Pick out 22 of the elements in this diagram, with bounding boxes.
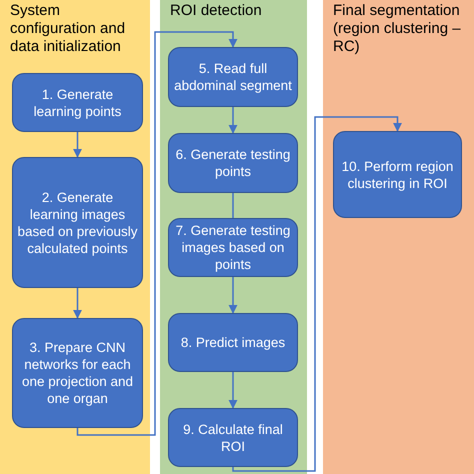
arrow bbox=[228, 107, 238, 134]
lane-heading: Final segmentation (region clustering – RC) bbox=[333, 2, 462, 56]
swimlane bbox=[0, 0, 150, 474]
process-box: 10. Perform region clustering in ROI bbox=[333, 131, 462, 218]
arrow bbox=[228, 372, 238, 409]
process-box: 2. Generate learning images based on previously calculated points bbox=[12, 157, 143, 288]
swimlane bbox=[160, 0, 307, 474]
arrow bbox=[232, 116, 402, 472]
process-box: 7. Generate testing images based on points bbox=[168, 218, 298, 277]
process-box: 5. Read full abdominal segment bbox=[168, 47, 298, 107]
arrow bbox=[228, 277, 238, 314]
process-box: 8. Predict images bbox=[168, 313, 298, 372]
arrow bbox=[73, 288, 82, 319]
lane-heading: System configuration and data initialization bbox=[10, 2, 126, 56]
process-box: 3. Prepare CNN networks for each one projection and one organ bbox=[12, 318, 143, 428]
arrow bbox=[76, 31, 238, 436]
arrow bbox=[73, 132, 82, 158]
swimlane bbox=[323, 0, 474, 474]
process-box: 9. Calculate final ROI bbox=[168, 408, 298, 467]
process-box: 6. Generate testing points bbox=[168, 133, 298, 193]
lane-heading: ROI detection bbox=[170, 2, 263, 20]
process-box: 1. Generate learning points bbox=[12, 73, 143, 132]
